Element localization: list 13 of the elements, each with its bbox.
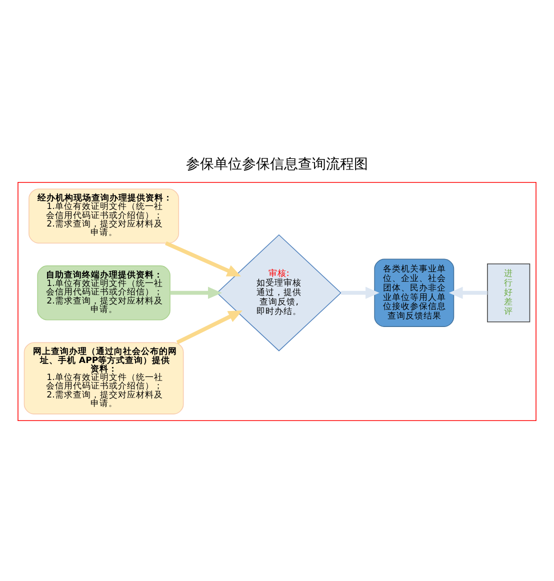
node-diamond: 审核: 如受理审核通过，提供查询反馈,即时办结。 — [216, 234, 342, 352]
node-box: 各类机关事业单位、企业、社会团体、民办非企业单位等用人单位接收参保信息查询反馈结果 — [374, 258, 454, 327]
arrow — [170, 286, 222, 299]
arrow — [165, 241, 242, 276]
node-box: 自助查询终端办理提供资料： 1.单位有效证明文件（统一社会信用代码证书或介绍信）； 2.需求查询，提交对应材料及申请。 — [37, 265, 170, 320]
arrow — [176, 310, 242, 344]
node-box: 经办机构现场查询办理提供资料： 1.单位有效证明文件（统一社会信用代码证书或介绍信）； 2.需求查询，提交对应材料及申请。 — [28, 188, 180, 244]
arrow — [341, 286, 380, 299]
arrow — [448, 286, 488, 299]
diagram-title: 参保单位参保信息查询流程图 — [186, 156, 368, 173]
node-box: 进行好差评 — [487, 263, 530, 322]
node-box: 网上查询办理（通过向社会公布的网址、手机 APP等方式查询）提供资料： 1.单位有效证明文件（统一社会信用代码证书或介绍信）； 2.需求查询，提交对应材料及申请。 — [24, 342, 184, 414]
cluster — [18, 182, 536, 421]
